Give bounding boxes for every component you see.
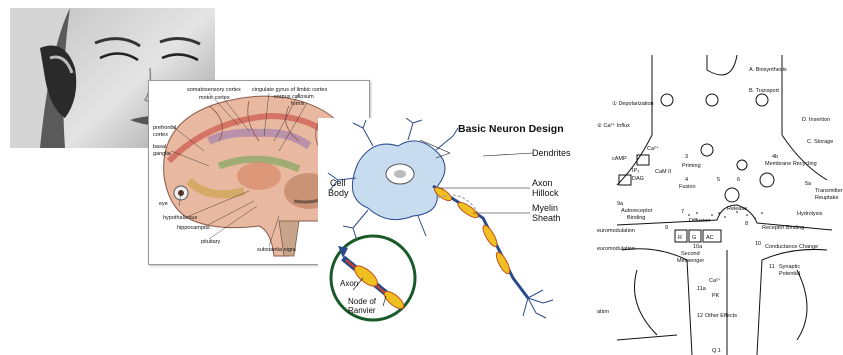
label-basal-ganglia: ganglia [153,151,172,157]
label-ranvier: Ranvier [348,306,376,315]
step-number-8: 8 [745,221,748,227]
step-number-9a: 9a [617,201,624,207]
label-fusion: Fusion [679,184,696,190]
label-substantia-nigra: substantia nigra [257,247,297,253]
label-biosynthesis: A. Biosynthesis [749,67,787,73]
step-number-10: 10 [755,241,761,247]
label-axon-hillock-1: Axon [532,178,553,188]
step-number-4b: 4b [772,154,778,160]
label-basal: basal [153,144,166,150]
label-ip3: IP₃ [632,168,639,174]
label-ation: ation [597,309,609,315]
label-bottom-mark: Q 1 [712,348,721,354]
synapse-diagram: A. Biosynthesis B. Transport D. Insertio… [597,55,843,355]
label-transmitter: Transmitter [815,188,843,194]
step-number-11: 11 [769,264,775,270]
label-ca: Ca²⁺ [647,145,659,152]
label-g: G [692,235,696,241]
label-axon: Axon [340,279,358,288]
step-number-5a: 5a [805,181,812,187]
label-node-of: Node of [348,297,377,306]
label-synaptic: Synaptic [779,264,800,270]
label-insertion: D. Insertion [802,117,830,123]
label-hydrolysis: Hydrolysis [797,211,823,217]
label-diffusion: Diffusion [689,218,710,224]
label-prefrontal-cortex: cortex [153,132,168,138]
label-membrane-recycling: Membrane Recycling [765,161,817,167]
label-corpus-callosum: corpus callosum [274,94,314,100]
label-second: Second [681,251,700,257]
label-cingulate: cingulate gyrus of limbic cortex [252,87,327,93]
label-cell-body-2: Body [328,188,349,198]
label-neuromodulation-top: euromodulation [597,228,635,234]
step-number-11a: 11a [697,286,707,292]
label-dag: DAG [632,176,644,182]
label-axon-hillock-2: Hillock [532,188,559,198]
step-number-12: 12 [697,313,703,319]
label-hypothalamus: hypothalamus [163,215,197,221]
label-depolarization: ① Depolarization [612,100,654,107]
label-myelin-1: Myelin [532,203,558,213]
label-reuptake: Reuptake [815,195,839,201]
label-eye: eye [159,201,168,207]
synapse-illustration: A. Biosynthesis B. Transport D. Insertio… [597,55,843,355]
step-number-3: 3 [685,154,688,160]
label-neuromodulation-bottom: euromodulation [597,246,635,252]
label-pk: PK [712,293,720,299]
label-other-effects: Other Effects [705,313,737,319]
neuron-illustration: Basic Neuron Design [318,118,593,324]
label-myelin-2: Sheath [532,213,561,223]
label-dendrites: Dendrites [532,148,571,158]
step-number-4: 4 [685,177,688,183]
neuron-title: Basic Neuron Design [458,123,564,135]
step-number-7: 7 [681,209,684,215]
label-ca2: Ca²⁺ [709,277,721,284]
neuron-diagram: Basic Neuron Design [318,118,593,324]
label-messenger: Messenger [677,258,704,264]
label-motor-cortex: motor cortex [199,95,230,101]
label-autoreceptor: Autoreceptor [621,208,653,214]
label-r: R [678,235,682,241]
label-ac: AC [706,235,714,241]
label-cell-body-1: Cell [330,178,346,188]
label-prefrontal: prefrontal [153,125,176,131]
label-priming: Priming [682,163,701,169]
label-camii: CaM II [655,169,672,175]
label-storage: C. Storage [807,139,833,145]
step-number-9: 9 [665,225,668,231]
step-number-10a: 10a [693,244,703,250]
label-conductance: Conductance Change [765,244,818,250]
label-somatosensory: somatosensory cortex [187,87,241,93]
label-binding: Binding [627,215,645,221]
label-hippocampus: hippocampus [177,225,210,231]
label-pituitary: pituitary [201,239,221,245]
label-transport: B. Transport [749,88,779,94]
step-number-5: 5 [717,177,720,183]
label-release: Release [727,206,747,212]
label-receptor-binding: Receptor Binding [762,225,804,231]
step-number-6: 6 [737,177,740,183]
label-camp: cAMP [612,156,627,162]
label-potential: Potential [779,271,800,277]
label-ca-influx: ② Ca²⁺ Influx [597,122,630,129]
label-fornix: fornix [291,101,305,107]
